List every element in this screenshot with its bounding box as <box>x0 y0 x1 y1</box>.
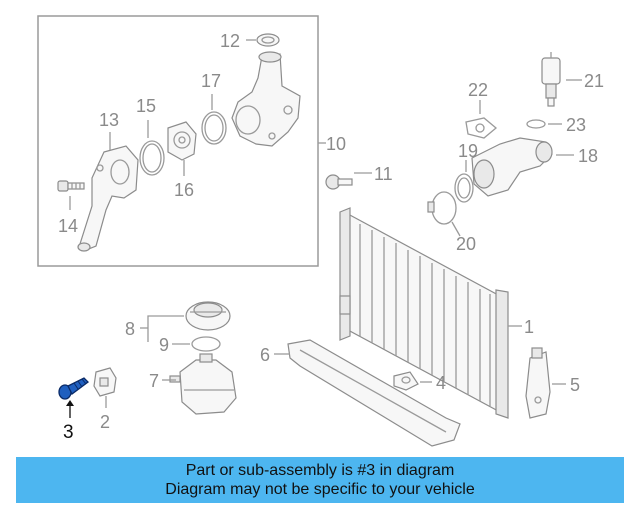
callout-23[interactable]: 23 <box>566 115 586 135</box>
part-9-seal[interactable] <box>191 336 221 352</box>
part-21-sensor[interactable] <box>541 52 561 107</box>
part-19-seal[interactable] <box>454 173 474 203</box>
part-2-holder[interactable] <box>93 367 117 397</box>
part-5-bracket[interactable] <box>525 347 551 419</box>
banner-line-1: Part or sub-assembly is #3 in diagram <box>185 462 455 479</box>
part-12-seal[interactable] <box>256 33 280 47</box>
part-20-clamp[interactable] <box>427 191 457 225</box>
callout-2[interactable]: 2 <box>100 412 110 432</box>
callout-7[interactable]: 7 <box>149 371 159 391</box>
callout-10[interactable]: 10 <box>326 134 346 154</box>
part-18-flange[interactable] <box>471 137 553 197</box>
callout-19[interactable]: 19 <box>458 141 478 161</box>
callout-22[interactable]: 22 <box>468 80 488 100</box>
part-16-thermostat[interactable] <box>167 121 197 161</box>
callout-6[interactable]: 6 <box>260 345 270 365</box>
part-11-bolt[interactable] <box>325 174 353 190</box>
part-15-seal[interactable] <box>139 140 165 176</box>
callout-5[interactable]: 5 <box>570 375 580 395</box>
part-10-housing[interactable] <box>231 51 301 147</box>
part-4-mount[interactable] <box>393 371 419 391</box>
callout-13[interactable]: 13 <box>99 110 119 130</box>
part-23-o-ring[interactable] <box>526 119 546 129</box>
callout-17[interactable]: 17 <box>201 71 221 91</box>
callout-4[interactable]: 4 <box>436 373 446 393</box>
part-7-expansion-tank[interactable] <box>169 353 237 415</box>
callout-21[interactable]: 21 <box>584 71 604 91</box>
part-17-o-ring[interactable] <box>201 111 227 145</box>
callout-15[interactable]: 15 <box>136 96 156 116</box>
thermostat-group-frame <box>37 15 319 267</box>
callout-11[interactable]: 11 <box>374 164 393 184</box>
part-14-bolt[interactable] <box>57 180 85 192</box>
parts-diagram: 12 10 17 16 15 13 <box>37 15 604 447</box>
callout-12[interactable]: 12 <box>220 31 240 51</box>
part-1-radiator[interactable] <box>339 207 509 419</box>
info-banner: Part or sub-assembly is #3 in diagram Di… <box>16 457 624 503</box>
part-8-cap[interactable] <box>185 301 231 331</box>
banner-line-2: Diagram may not be specific to your vehi… <box>165 481 475 498</box>
callout-1[interactable]: 1 <box>524 317 534 337</box>
callout-16[interactable]: 16 <box>174 180 194 200</box>
callout-3[interactable]: 3 <box>63 422 74 443</box>
callout-8[interactable]: 8 <box>125 319 135 339</box>
callout-14[interactable]: 14 <box>58 216 78 236</box>
part-3-screw-highlighted[interactable] <box>58 377 89 400</box>
callout-20[interactable]: 20 <box>456 234 476 254</box>
part-6-air-duct[interactable] <box>287 339 461 447</box>
part-13-pipe[interactable] <box>77 145 139 252</box>
callout-18[interactable]: 18 <box>578 146 598 166</box>
callout-9[interactable]: 9 <box>159 335 169 355</box>
part-22-gasket[interactable] <box>465 117 498 139</box>
